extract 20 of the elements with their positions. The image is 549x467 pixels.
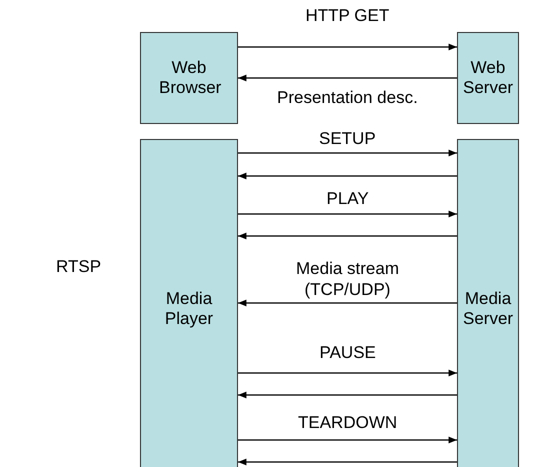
message-arrow <box>238 436 457 444</box>
message-arrow <box>238 458 457 466</box>
participant-box <box>457 139 519 467</box>
participant-name: Media Server <box>463 289 513 329</box>
message-arrow <box>238 392 457 398</box>
protocol-label: RTSP <box>56 257 102 277</box>
message-arrow <box>238 74 457 82</box>
participant-name: Web Server <box>463 58 513 98</box>
message-arrow <box>238 210 457 218</box>
message-arrow <box>238 300 457 306</box>
message-arrow <box>238 150 457 156</box>
participant-name: Web Browser <box>159 58 219 98</box>
participant-box <box>140 139 238 467</box>
participant-name: Media Player <box>164 289 214 329</box>
message-arrow <box>238 370 457 376</box>
participant-box <box>457 32 519 124</box>
participant-box <box>140 32 238 124</box>
message-arrow <box>238 44 457 50</box>
message-arrow <box>238 172 457 180</box>
message-arrow <box>238 232 457 240</box>
